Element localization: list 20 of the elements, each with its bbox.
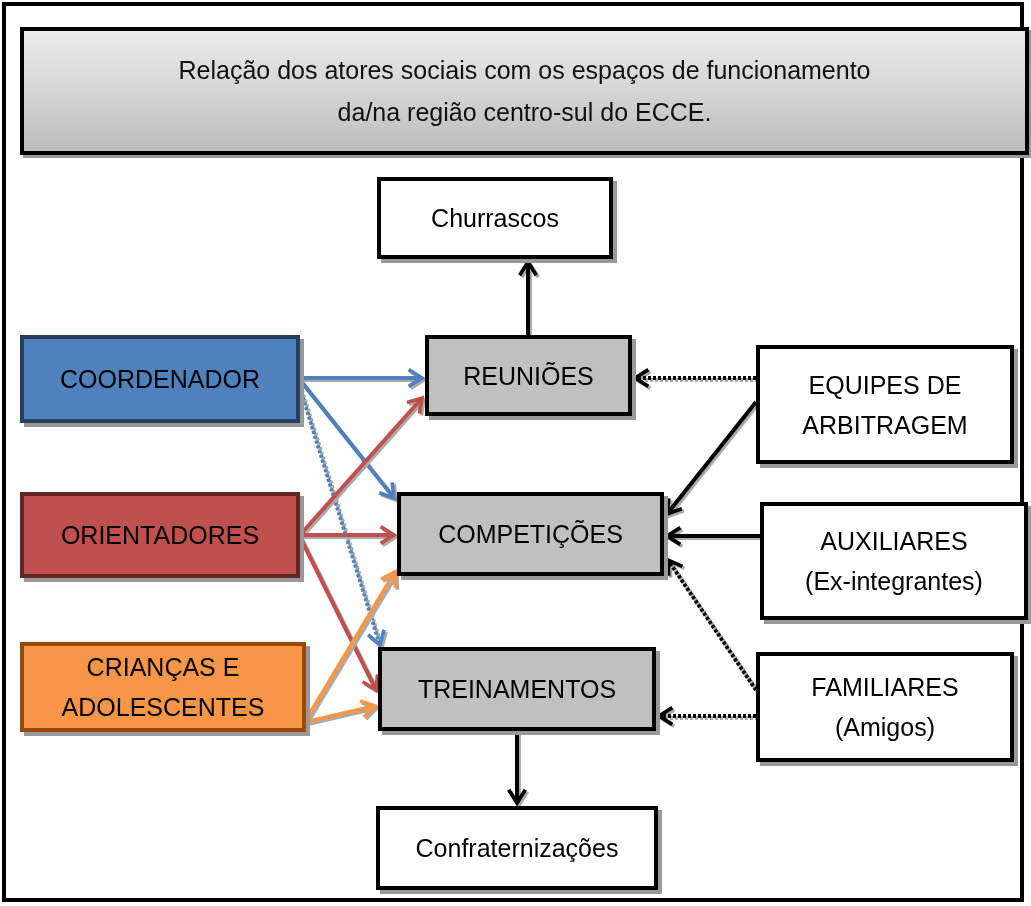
node-label: COMPETIÇÕES: [438, 519, 623, 550]
arrow: [666, 558, 758, 692]
node-label: FAMILIARES: [811, 672, 959, 703]
arrow: [665, 400, 758, 516]
arrow: [665, 525, 760, 547]
arrow: [657, 705, 756, 727]
node-label: CRIANÇAS E ADOLESCENTES: [60, 652, 266, 723]
node-label: EQUIPES DE ARBITRAGEM: [801, 369, 969, 441]
arrow: [633, 367, 756, 389]
node-label: AUXILIARES: [820, 526, 968, 557]
node-label: TREINAMENTOS: [417, 674, 617, 705]
node-label: ORIENTADORES: [60, 520, 260, 551]
node-label: Churrascos: [431, 203, 559, 234]
node-label: (Amigos): [835, 712, 935, 743]
diagram-title: Relação dos atores sociais com os espaços de funcionamento da/na região centro-sul do ECCE.: [177, 55, 872, 128]
node-label: Confraternizações: [415, 833, 619, 864]
node-label: COORDENADOR: [60, 364, 260, 395]
arrow: [517, 260, 539, 335]
node-label: (Ex-integrantes): [805, 566, 983, 597]
node-label: REUNIÕES: [463, 360, 594, 392]
